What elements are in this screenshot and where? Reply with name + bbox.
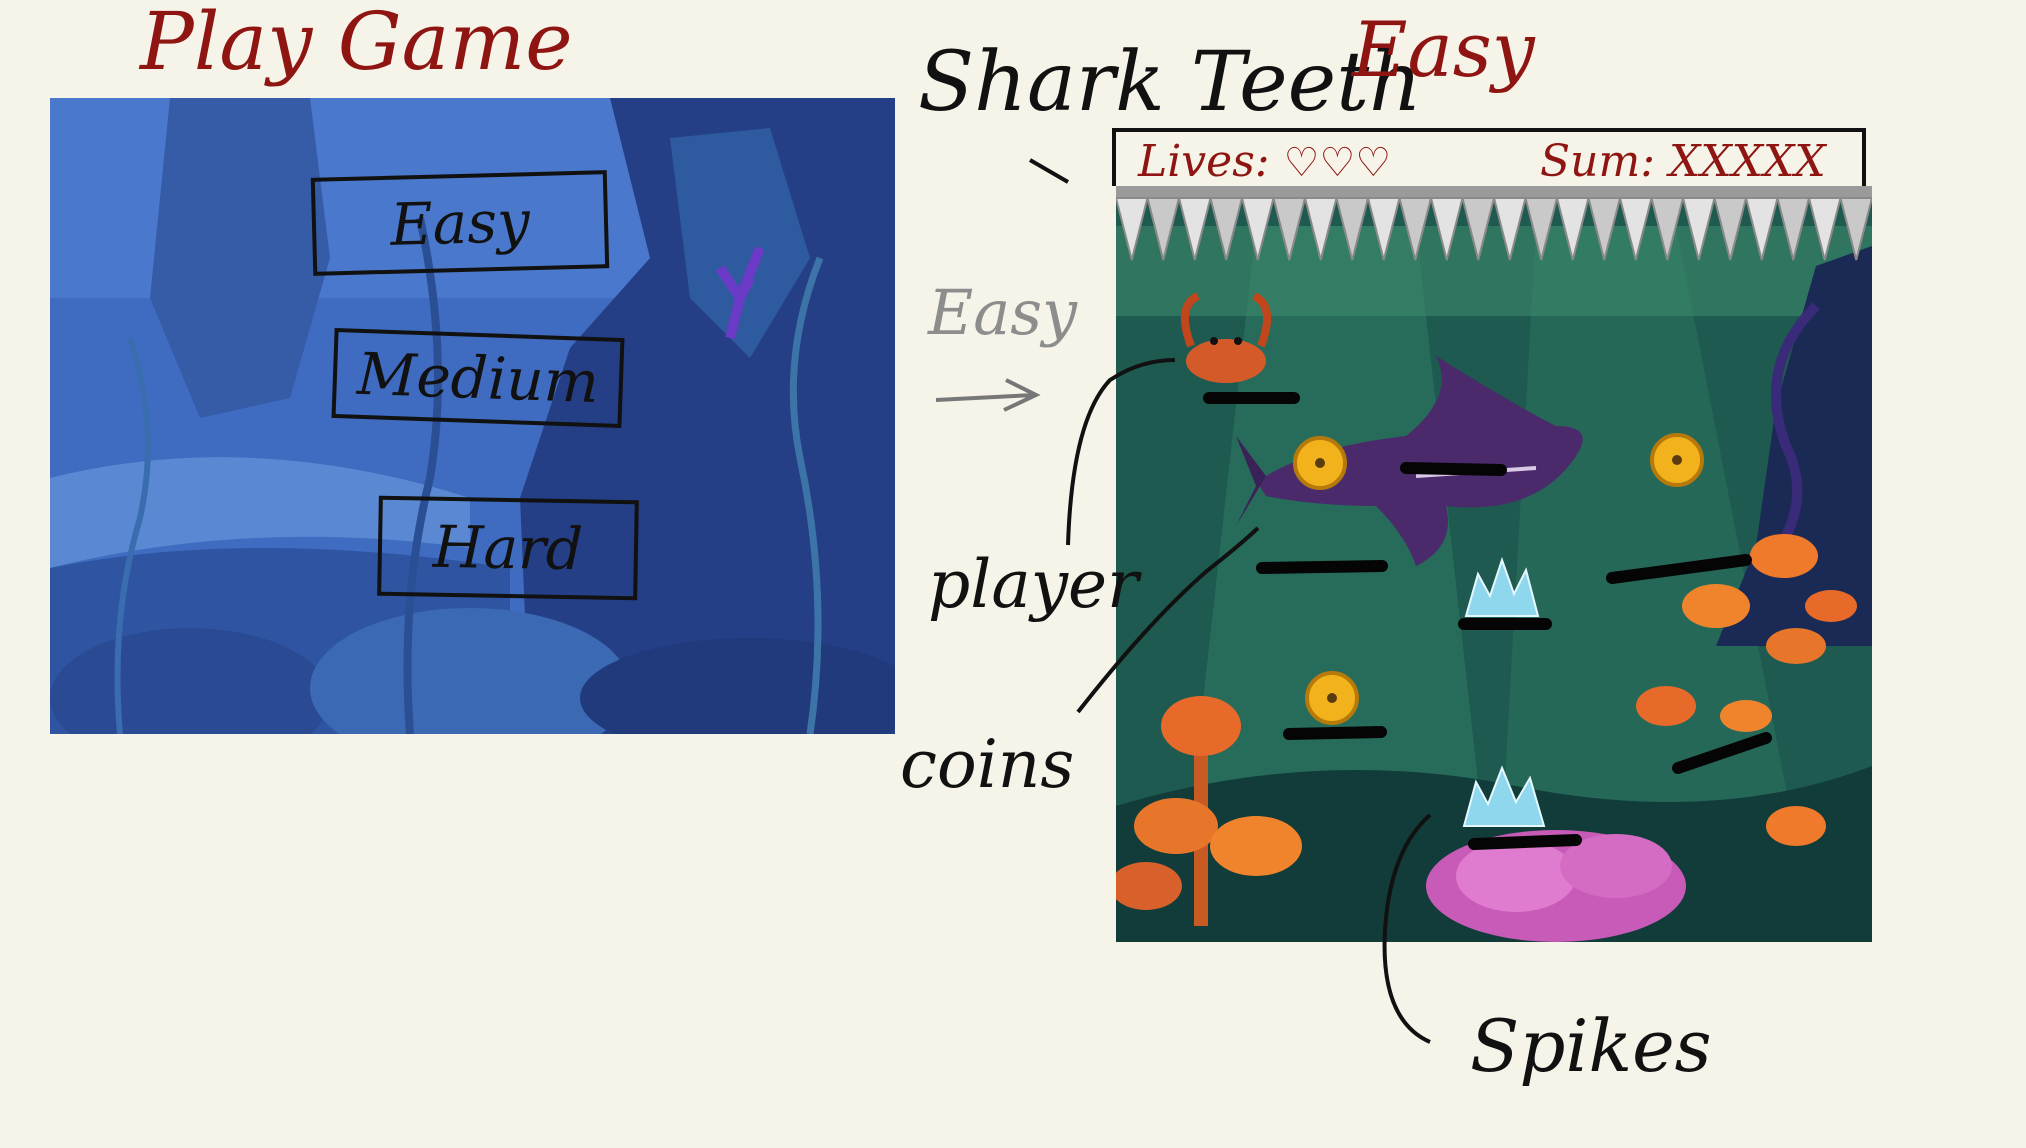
tooth-icon [1146,197,1181,261]
easy-button[interactable]: Easy [310,170,610,276]
coin-icon [1650,433,1704,487]
tooth-icon [1807,197,1842,261]
shark-teeth-row [1116,186,1872,261]
heart-icon: ♡ [1355,140,1392,186]
medium-button[interactable]: Medium [331,327,625,429]
tooth-icon [1744,197,1779,261]
orange-coral-right [1636,534,1857,846]
tooth-icon [1429,197,1464,261]
lives-display: Lives: ♡♡♡ [1138,136,1391,187]
heart-icon: ♡ [1319,140,1356,186]
lives-label: Lives: [1138,136,1270,187]
pink-coral [1426,830,1686,942]
level-difficulty-title: Easy [1352,5,1535,94]
spike-icon [1464,556,1540,617]
heart-icon: ♡ [1283,140,1320,186]
transition-easy-label: Easy [928,276,1078,349]
tooth-icon [1618,197,1653,261]
tooth-icon [1116,197,1149,261]
player-annotation: player [928,546,1139,623]
tooth-icon [1555,197,1590,261]
tooth-icon [1587,197,1622,261]
menu-screen: Easy Medium Hard [50,98,895,734]
coin-icon [1293,436,1347,490]
tooth-icon [1303,197,1338,261]
tooth-icon [1776,197,1811,261]
tooth-icon [1461,197,1496,261]
tooth-icon [1524,197,1559,261]
spikes-annotation: Spikes [1470,1004,1712,1088]
underwater-background [50,98,895,734]
tooth-icon [1240,197,1275,261]
play-game-title: Play Game [140,0,573,88]
tooth-icon [1398,197,1433,261]
level-name-title: Shark Teeth [918,35,1422,130]
tooth-icon [1492,197,1527,261]
score-value: XXXXX [1669,136,1826,187]
tooth-icon [1366,197,1401,261]
tooth-icon [1650,197,1685,261]
score-label: Sum: [1540,136,1656,187]
coins-annotation: coins [900,726,1075,803]
level-name-pointer [1028,158,1070,184]
tooth-icon [1177,197,1212,261]
tooth-icon [1839,197,1872,261]
platform-marks [1203,392,1772,850]
game-screen [1116,186,1872,942]
tooth-icon [1335,197,1370,261]
tooth-icon [1209,197,1244,261]
crab-player [1180,292,1272,383]
tooth-icon [1272,197,1307,261]
coin-icon [1305,671,1359,725]
orange-coral-left [1116,696,1302,926]
game-hud: Lives: ♡♡♡ Sum: XXXXX [1112,128,1866,187]
score-display: Sum: XXXXX [1540,136,1826,187]
spike-icon [1462,765,1546,827]
hard-button[interactable]: Hard [377,495,639,601]
tooth-icon [1713,197,1748,261]
arrow-icon [935,378,1041,412]
tooth-icon [1681,197,1716,261]
